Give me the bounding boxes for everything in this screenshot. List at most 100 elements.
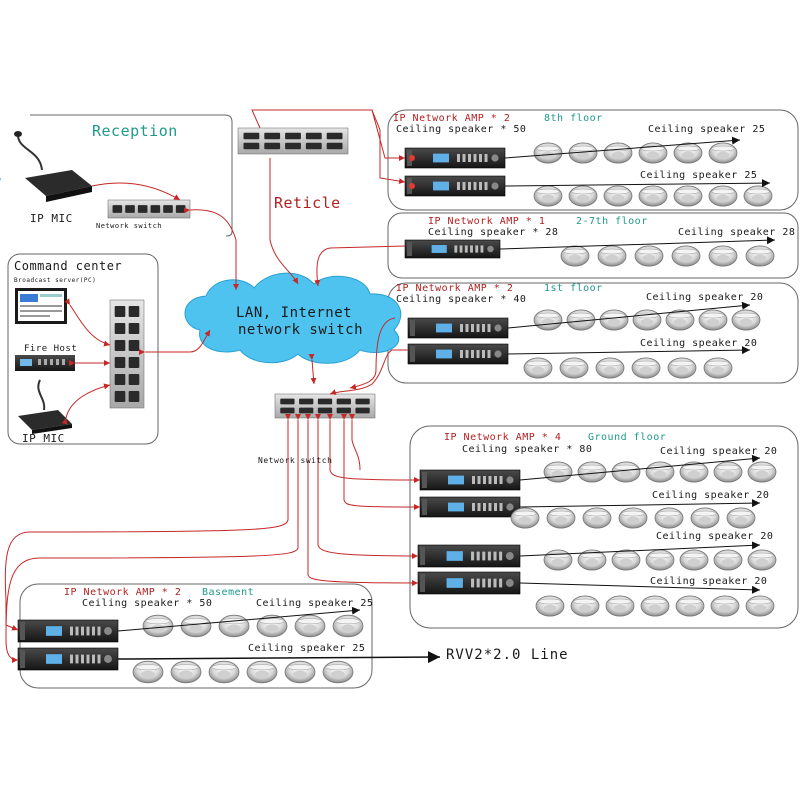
cloud-line2: network switch [238,322,364,338]
ceiling-speaker-icon [543,461,573,483]
speaker-row [533,185,773,207]
ceiling-speaker-icon [132,660,164,684]
ceiling-speaker-icon [603,185,633,207]
ceiling-speaker-icon [533,185,563,207]
ceiling-speaker-icon [690,507,720,529]
panel-2-7th-floor [387,212,799,279]
amplifier [17,619,119,643]
command-mic-label: IP MIC [22,432,65,445]
ceiling-speaker-icon [708,245,738,267]
ceiling-speaker-icon [634,245,664,267]
basement-amp-label: IP Network AMP * 2 [64,587,182,598]
fire-host-label: Fire Host [24,344,78,354]
ceiling-speaker-icon [632,309,662,331]
ceiling-speaker-icon [675,595,705,617]
ground-row4-label: Ceiling speaker 20 [650,576,768,587]
ceiling-speaker-icon [180,614,212,638]
amplifier [404,239,501,259]
speaker-row [543,549,777,571]
ceiling-speaker-icon [747,461,777,483]
ip-mic-reception [0,131,92,202]
amplifier [419,496,521,518]
switch-center [274,393,376,419]
speaker-row [533,309,761,331]
floor8-row1-label: Ceiling speaker 25 [648,124,766,135]
ceiling-speaker-icon [332,614,364,638]
ceiling-speaker-icon [745,595,775,617]
speaker-row [510,507,756,529]
ceiling-speaker-icon [246,660,278,684]
speaker-row [523,357,733,379]
floor1-amp-label: IP Network AMP * 2 [396,283,514,294]
floor1-row1-label: Ceiling speaker 20 [646,292,764,303]
ceiling-speaker-icon [582,507,612,529]
ceiling-speaker-icon [523,357,553,379]
amplifier [407,343,509,365]
ceiling-speaker-icon [743,185,773,207]
panel-8th-floor [387,109,799,211]
floor1-name: 1st floor [544,283,603,294]
floor27-spk-total: Ceiling speaker * 28 [428,227,559,238]
ip-mic-command [18,379,72,434]
ceiling-speaker-icon [284,660,316,684]
cable-label: RVV2*2.0 Line [446,647,569,663]
ceiling-speaker-icon [703,357,733,379]
switch-command-vertical [109,299,145,409]
ceiling-speaker-icon [671,245,701,267]
ceiling-speaker-icon [710,595,740,617]
switch-reception [107,199,191,219]
ground-row1-label: Ceiling speaker 20 [660,446,778,457]
center-switch-label: Network switch [258,456,333,465]
amplifier [417,544,521,568]
ceiling-speaker-icon [546,507,576,529]
amplifier [417,571,521,595]
broadcast-server-monitor [15,288,67,324]
ceiling-speaker-icon [747,549,777,571]
floor1-spk-total: Ceiling speaker * 40 [396,294,527,305]
ceiling-speaker-icon [595,357,625,379]
ceiling-speaker-icon [731,309,761,331]
ceiling-speaker-icon [533,309,563,331]
ceiling-speaker-icon [673,142,703,164]
ceiling-speaker-icon [679,461,709,483]
ceiling-speaker-icon [713,461,743,483]
ground-spk-total: Ceiling speaker * 80 [462,444,593,455]
basement-name: Basement [202,587,255,598]
floor1-row2-label: Ceiling speaker 20 [640,338,758,349]
ceiling-speaker-icon [638,142,668,164]
ceiling-speaker-icon [218,614,250,638]
reticle-label: Reticle [274,194,341,212]
basement-spk-total: Ceiling speaker * 50 [82,598,213,609]
command-center-title: Command center [14,259,123,273]
ceiling-speaker-icon [638,185,668,207]
ceiling-speaker-icon [745,245,775,267]
floor27-name: 2-7th floor [576,216,648,227]
amp-ports [409,155,415,189]
ceiling-speaker-icon [533,142,563,164]
ceiling-speaker-icon [673,185,703,207]
reception-title: Reception [92,122,178,140]
ceiling-speaker-icon [611,549,641,571]
cloud-line1: LAN, Internet [236,305,353,321]
ceiling-speaker-icon [170,660,202,684]
ceiling-speaker-icon [577,461,607,483]
ceiling-speaker-icon [570,595,600,617]
ceiling-speaker-icon [568,142,598,164]
ceiling-speaker-icon [654,507,684,529]
ceiling-speaker-icon [713,549,743,571]
ceiling-speaker-icon [631,357,661,379]
ceiling-speaker-icon [559,357,589,379]
switch-reticle [237,127,349,155]
speaker-row [560,245,775,267]
amplifier [419,469,521,491]
ceiling-speaker-icon [708,185,738,207]
amplifier [17,647,119,671]
ceiling-speaker-icon [543,549,573,571]
ground-row3-label: Ceiling speaker 20 [656,531,774,542]
ceiling-speaker-icon [560,245,590,267]
ceiling-speaker-icon [611,461,641,483]
reception-mic-label: IP MIC [30,212,73,225]
reception-switch-label: Network switch [96,222,163,230]
ceiling-speaker-icon [535,595,565,617]
amplifier [404,175,506,197]
